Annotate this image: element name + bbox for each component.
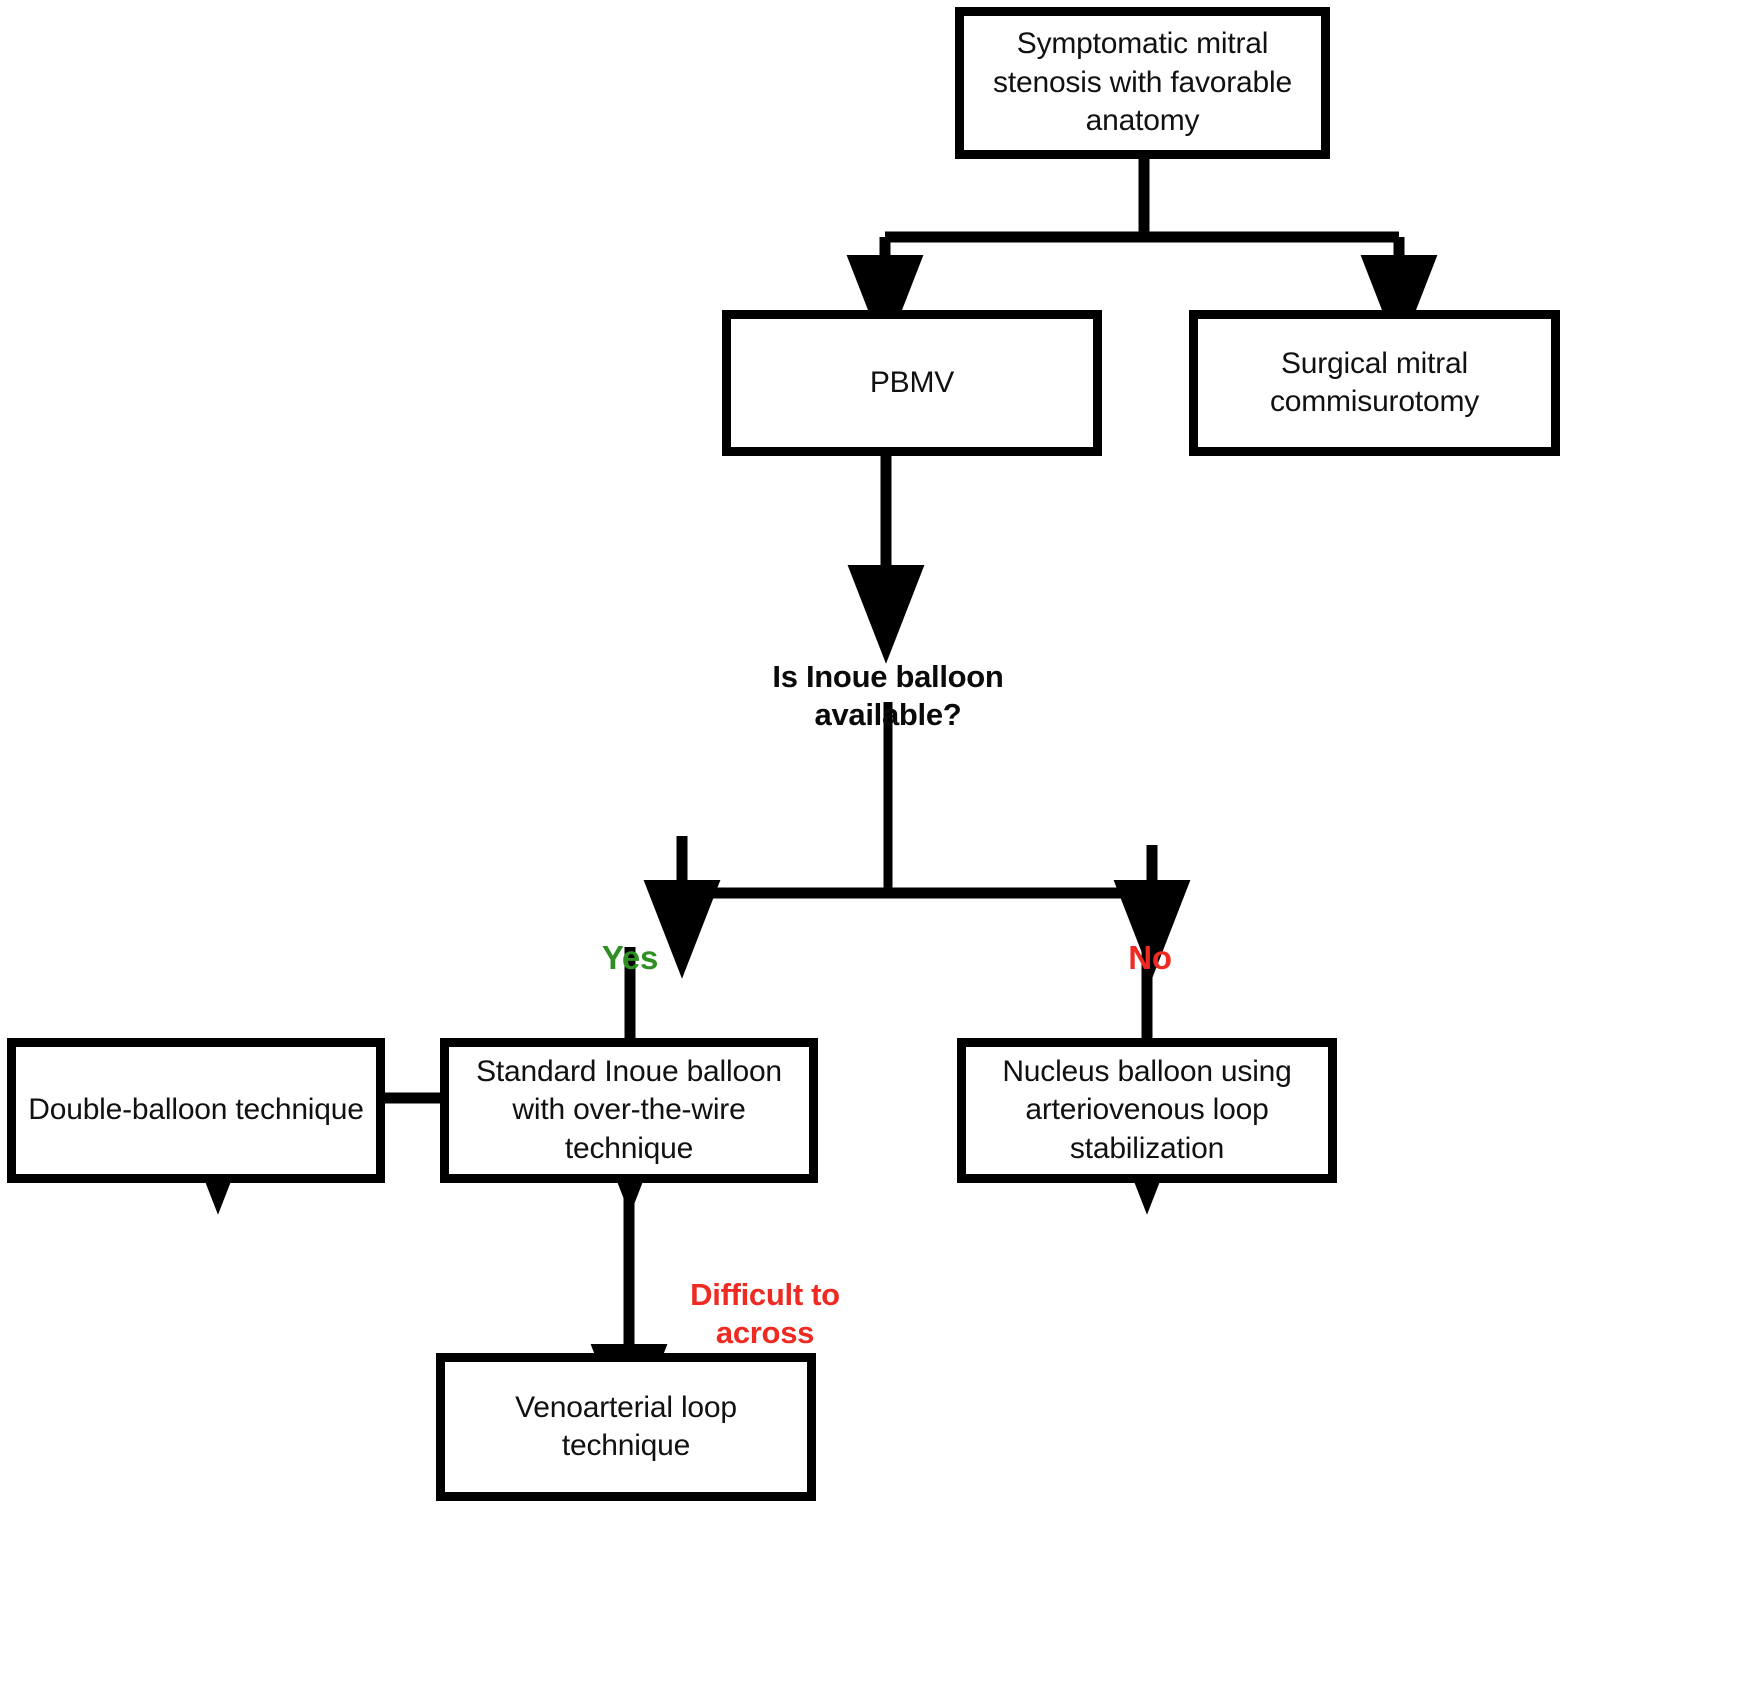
node-surgical-mitral-commisurotomy[interactable]: Surgical mitral commisurotomy [1189,310,1560,456]
node-standard-inoue-balloon[interactable]: Standard Inoue balloon with over-the-wir… [440,1038,818,1183]
node-double-balloon-technique[interactable]: Double-balloon technique [7,1038,385,1183]
node-label: Double-balloon technique [28,1093,364,1127]
node-label: Standard Inoue balloon with over-the-wir… [476,1054,782,1165]
decision-text: Is Inoue balloon available? [772,658,1004,732]
difficult-text: Difficult to across [690,1276,840,1350]
node-label: Symptomatic mitral stenosis with favorab… [993,27,1292,138]
node-label: Surgical mitral commisurotomy [1269,346,1480,418]
edge-root-to-split [846,158,1438,354]
edge-label-yes: Yes [550,898,710,979]
edge-label-no: No [1070,898,1230,979]
node-label: Venoarterial loop technique [515,1390,737,1462]
decision-is-inoue-balloon-available: Is Inoue balloon available? [688,620,1088,733]
yes-text: Yes [601,939,659,977]
no-text: No [1128,939,1172,977]
node-venoarterial-loop-technique[interactable]: Venoarterial loop technique [436,1353,816,1501]
node-label: Nucleus balloon using arteriovenous loop… [1002,1054,1292,1165]
edge-label-difficult-to-across: Difficult to across [650,1238,880,1351]
node-symptomatic-mitral-stenosis[interactable]: Symptomatic mitral stenosis with favorab… [955,7,1330,159]
node-nucleus-balloon[interactable]: Nucleus balloon using arteriovenous loop… [957,1038,1337,1183]
node-pbmv[interactable]: PBMV [722,310,1102,456]
node-label: PBMV [869,365,955,399]
